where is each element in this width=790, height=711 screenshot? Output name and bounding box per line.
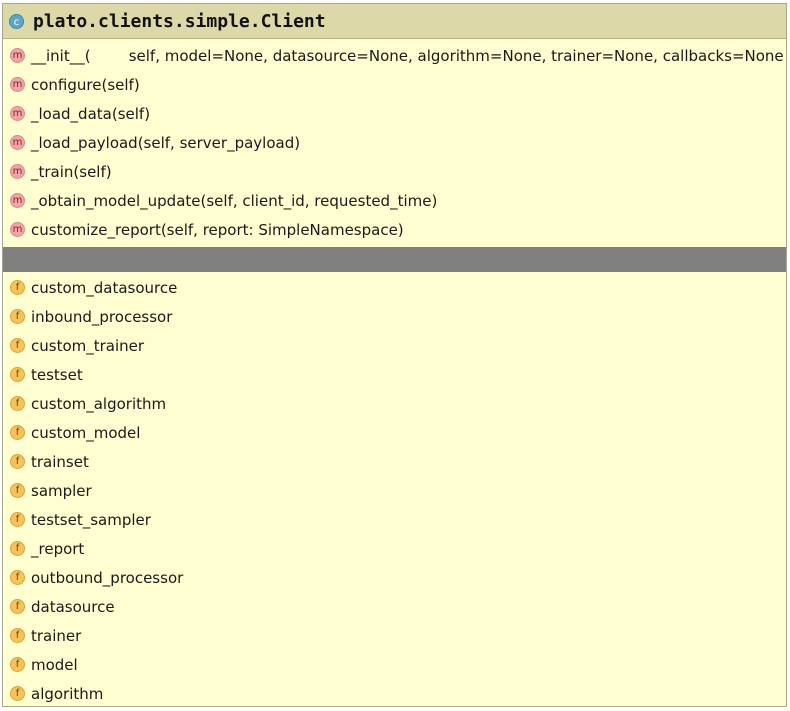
field-name: datasource (31, 597, 115, 616)
method-row[interactable]: m _load_data(self) (3, 99, 786, 128)
field-name: algorithm (31, 684, 104, 703)
method-icon: m (10, 193, 25, 208)
field-name: testset_sampler (31, 510, 151, 529)
field-row[interactable]: f model (3, 650, 786, 679)
field-name: trainer (31, 626, 82, 645)
field-name: custom_datasource (31, 278, 178, 297)
field-icon: f (10, 454, 25, 469)
class-diagram-node[interactable]: c plato.clients.simple.Client m __init__… (2, 3, 787, 707)
field-icon: f (10, 396, 25, 411)
field-row[interactable]: f trainer (3, 621, 786, 650)
field-name: custom_algorithm (31, 394, 167, 413)
method-signature: __init__( self, model=None, datasource=N… (31, 46, 790, 65)
methods-section: m __init__( self, model=None, datasource… (3, 39, 786, 244)
field-name: custom_model (31, 423, 141, 442)
field-row[interactable]: f sampler (3, 476, 786, 505)
method-signature: _load_payload(self, server_payload) (31, 133, 301, 152)
field-icon: f (10, 367, 25, 382)
method-icon: m (10, 135, 25, 150)
field-icon: f (10, 280, 25, 295)
method-row[interactable]: m _load_payload(self, server_payload) (3, 128, 786, 157)
field-row[interactable]: f custom_datasource (3, 273, 786, 302)
field-name: inbound_processor (31, 307, 173, 326)
field-name: model (31, 655, 78, 674)
field-name: outbound_processor (31, 568, 184, 587)
field-icon: f (10, 628, 25, 643)
field-icon: f (10, 541, 25, 556)
field-icon: f (10, 512, 25, 527)
method-row[interactable]: m _train(self) (3, 157, 786, 186)
field-icon: f (10, 425, 25, 440)
method-row[interactable]: m _obtain_model_update(self, client_id, … (3, 186, 786, 215)
field-icon: f (10, 657, 25, 672)
method-icon: m (10, 48, 25, 63)
field-icon: f (10, 599, 25, 614)
field-row[interactable]: f custom_model (3, 418, 786, 447)
method-icon: m (10, 164, 25, 179)
method-signature: configure(self) (31, 75, 140, 94)
method-signature: _load_data(self) (31, 104, 151, 123)
method-signature: customize_report(self, report: SimpleNam… (31, 220, 404, 239)
field-name: custom_trainer (31, 336, 145, 355)
field-row[interactable]: f datasource (3, 592, 786, 621)
field-name: testset (31, 365, 83, 384)
field-row[interactable]: f custom_trainer (3, 331, 786, 360)
method-row[interactable]: m configure(self) (3, 70, 786, 99)
method-signature: _obtain_model_update(self, client_id, re… (31, 191, 438, 210)
method-signature: _train(self) (31, 162, 112, 181)
class-name: plato.clients.simple.Client (33, 10, 326, 32)
method-icon: m (10, 77, 25, 92)
field-name: trainset (31, 452, 89, 471)
class-icon: c (9, 13, 24, 29)
field-name: _report (31, 539, 85, 558)
fields-section: f custom_datasource f inbound_processor … (3, 272, 786, 708)
field-row[interactable]: f algorithm (3, 679, 786, 708)
method-icon: m (10, 222, 25, 237)
field-icon: f (10, 686, 25, 701)
field-icon: f (10, 338, 25, 353)
field-row[interactable]: f testset (3, 360, 786, 389)
method-row[interactable]: m customize_report(self, report: SimpleN… (3, 215, 786, 244)
field-name: sampler (31, 481, 92, 500)
field-row[interactable]: f trainset (3, 447, 786, 476)
field-row[interactable]: f custom_algorithm (3, 389, 786, 418)
method-row[interactable]: m __init__( self, model=None, datasource… (3, 41, 786, 70)
field-row[interactable]: f inbound_processor (3, 302, 786, 331)
section-separator (3, 247, 786, 272)
method-icon: m (10, 106, 25, 121)
field-icon: f (10, 483, 25, 498)
field-row[interactable]: f outbound_processor (3, 563, 786, 592)
field-icon: f (10, 309, 25, 324)
field-row[interactable]: f testset_sampler (3, 505, 786, 534)
field-icon: f (10, 570, 25, 585)
field-row[interactable]: f _report (3, 534, 786, 563)
class-header[interactable]: c plato.clients.simple.Client (3, 4, 786, 39)
